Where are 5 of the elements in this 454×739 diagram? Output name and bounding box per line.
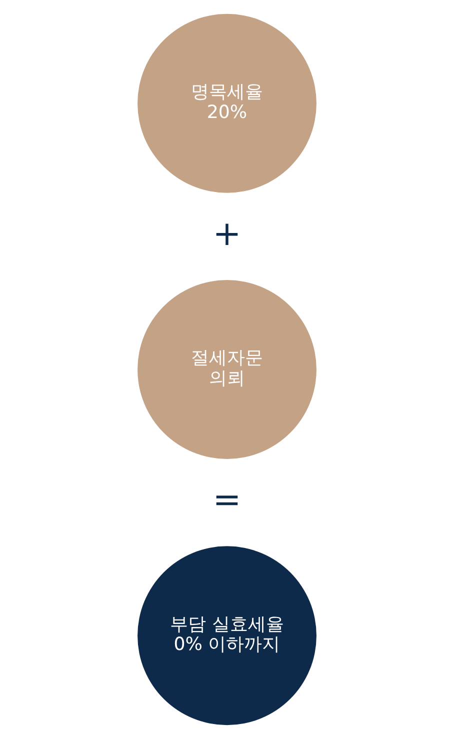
node-circle: 부담 실효세율 0% 이하까지 <box>138 546 316 726</box>
label: + <box>212 214 242 254</box>
node-circle: 명목세율 20% <box>138 14 316 193</box>
node-circle: 절세자문 의뢰 <box>138 280 316 459</box>
label: = <box>212 480 242 520</box>
